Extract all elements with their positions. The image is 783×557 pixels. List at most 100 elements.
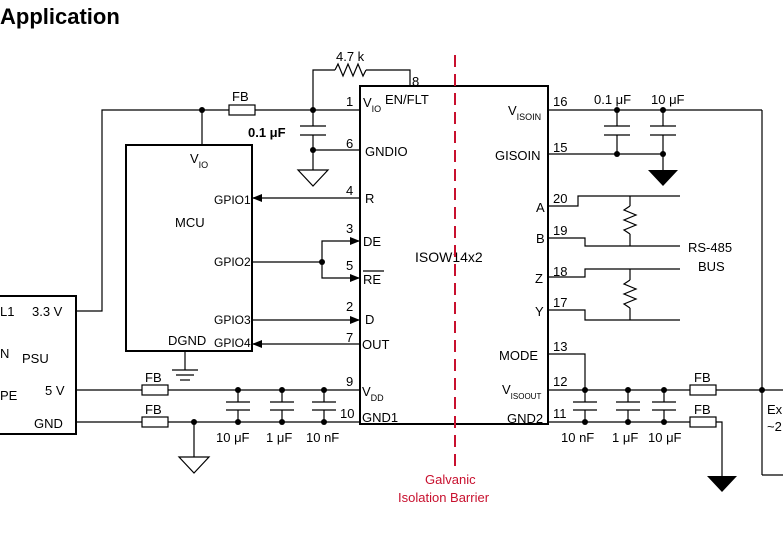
pin-num-20: 20 xyxy=(553,191,567,206)
mcu-box xyxy=(125,144,253,352)
barrier-label-line1: Galvanic xyxy=(425,472,476,487)
visoout-cap-1uf xyxy=(616,387,640,425)
pin-num-9: 9 xyxy=(346,374,353,389)
gndio-ground-symbol xyxy=(296,169,330,187)
pin-num-19: 19 xyxy=(553,223,567,238)
psu-5v-label: 5 V xyxy=(45,383,65,398)
mcu-vio-label: VIO xyxy=(190,151,208,170)
mcu-gpio4: GPIO4 xyxy=(214,336,251,350)
gisoin-ground-symbol xyxy=(648,170,678,186)
visoin-cap-label-1: 0.1 μF xyxy=(594,92,631,107)
pin-label-vdd: VDD xyxy=(362,384,384,403)
pin-num-18: 18 xyxy=(553,264,567,279)
fb-vio xyxy=(228,104,256,116)
bus-b-wire xyxy=(548,237,680,247)
pin-num-3: 3 xyxy=(346,221,353,236)
bus-a-wire xyxy=(548,195,680,207)
vdd-cap-label-2: 1 μF xyxy=(266,430,292,445)
gnd1-ground-symbol xyxy=(177,456,211,474)
fb-gnd2-label: FB xyxy=(694,402,711,417)
mode-wire xyxy=(548,353,586,390)
gnd2-ground-symbol xyxy=(707,476,737,492)
visoin-cap-01uf xyxy=(604,110,630,154)
pin-label-z: Z xyxy=(535,271,543,286)
pin-num-6: 6 xyxy=(346,136,353,151)
pin-label-r: R xyxy=(365,191,374,206)
vdd-cap-label-3: 10 nF xyxy=(306,430,339,445)
fb-gnd1 xyxy=(141,416,169,428)
cap-vio-label: 0.1 μF xyxy=(248,125,286,140)
main-ic-name: ISOW14x2 xyxy=(415,249,483,265)
bus-label-1: RS-485 xyxy=(688,240,732,255)
mcu-gpio2: GPIO2 xyxy=(214,255,251,269)
pin-num-2: 2 xyxy=(346,299,353,314)
vdd-cap-10nf xyxy=(312,387,336,425)
d-arrow xyxy=(350,316,360,324)
psu-partial-pe: PE xyxy=(0,388,18,403)
pin-num-5: 5 xyxy=(346,258,353,273)
ext-partial-line2: ~2 xyxy=(767,419,782,434)
pin-num-15: 15 xyxy=(553,140,567,155)
fb-visoout-label: FB xyxy=(694,370,711,385)
pin-num-17: 17 xyxy=(553,295,567,310)
pin-label-gndio: GNDIO xyxy=(365,144,408,159)
pin-label-y: Y xyxy=(535,304,544,319)
psu-33v-label: 3.3 V xyxy=(32,304,63,319)
visoout-cap-10uf xyxy=(652,387,676,425)
psu-box xyxy=(0,295,77,435)
r-arrow xyxy=(252,194,262,202)
re-arrow xyxy=(350,274,360,282)
psu-gnd-label: GND xyxy=(34,416,63,431)
fb-gnd1-label: FB xyxy=(145,402,162,417)
barrier-label-line2: Isolation Barrier xyxy=(398,490,490,505)
pin-label-gisoin: GISOIN xyxy=(495,148,541,163)
fb-visoout xyxy=(689,384,717,396)
pin-num-8: 8 xyxy=(412,74,419,89)
fb-gnd2 xyxy=(689,416,717,428)
pullup-resistor-label: 4.7 k xyxy=(336,49,365,64)
visoin-cap-label-2: 10 μF xyxy=(651,92,685,107)
page-title: Application xyxy=(0,4,120,29)
mcu-name: MCU xyxy=(175,215,205,230)
pin-label-re: RE xyxy=(363,272,381,287)
pin-num-12: 12 xyxy=(553,374,567,389)
pin-label-gnd1: GND1 xyxy=(362,410,398,425)
psu-name: PSU xyxy=(22,351,49,366)
visoout-cap-label-1: 10 nF xyxy=(561,430,594,445)
out-arrow xyxy=(252,340,262,348)
pin-label-gnd2: GND2 xyxy=(507,411,543,426)
pin-num-4: 4 xyxy=(346,183,353,198)
pin-label-a: A xyxy=(536,200,545,215)
pin-label-en-flt: EN/FLT xyxy=(385,92,429,107)
visoout-cap-10nf xyxy=(573,387,597,425)
mcu-gpio1: GPIO1 xyxy=(214,193,251,207)
pin-label-d: D xyxy=(365,312,374,327)
bus-label-2: BUS xyxy=(698,259,725,274)
visoin-cap-10uf xyxy=(650,110,676,170)
pullup-resistor xyxy=(334,62,367,78)
pin-label-vio: VIO xyxy=(363,95,381,114)
de-arrow xyxy=(350,237,360,245)
pin-num-10: 10 xyxy=(340,406,354,421)
vio-rail-wire xyxy=(76,109,229,312)
pin-num-1: 1 xyxy=(346,94,353,109)
mcu-dgnd: DGND xyxy=(168,333,206,348)
bus-z-wire xyxy=(548,268,680,278)
vdd-cap-label-1: 10 μF xyxy=(216,430,250,445)
pin-num-13: 13 xyxy=(553,339,567,354)
fb-vdd-label: FB xyxy=(145,370,162,385)
bus-y-wire xyxy=(548,309,680,321)
visoout-cap-label-3: 10 μF xyxy=(648,430,682,445)
fb-vio-label: FB xyxy=(232,89,249,104)
vdd-cap-1uf xyxy=(270,387,294,425)
visoout-cap-label-2: 1 μF xyxy=(612,430,638,445)
psu-partial-n: N xyxy=(0,346,9,361)
fb-vdd xyxy=(141,384,169,396)
pin-label-b: B xyxy=(536,231,545,246)
pin-label-visoout: VISOOUT xyxy=(502,382,541,401)
pin-label-visoin: VISOIN xyxy=(508,103,541,122)
vdd-cap-10uf xyxy=(226,387,250,425)
ext-partial-line1: Ex xyxy=(767,402,783,417)
pin-label-de: DE xyxy=(363,234,381,249)
